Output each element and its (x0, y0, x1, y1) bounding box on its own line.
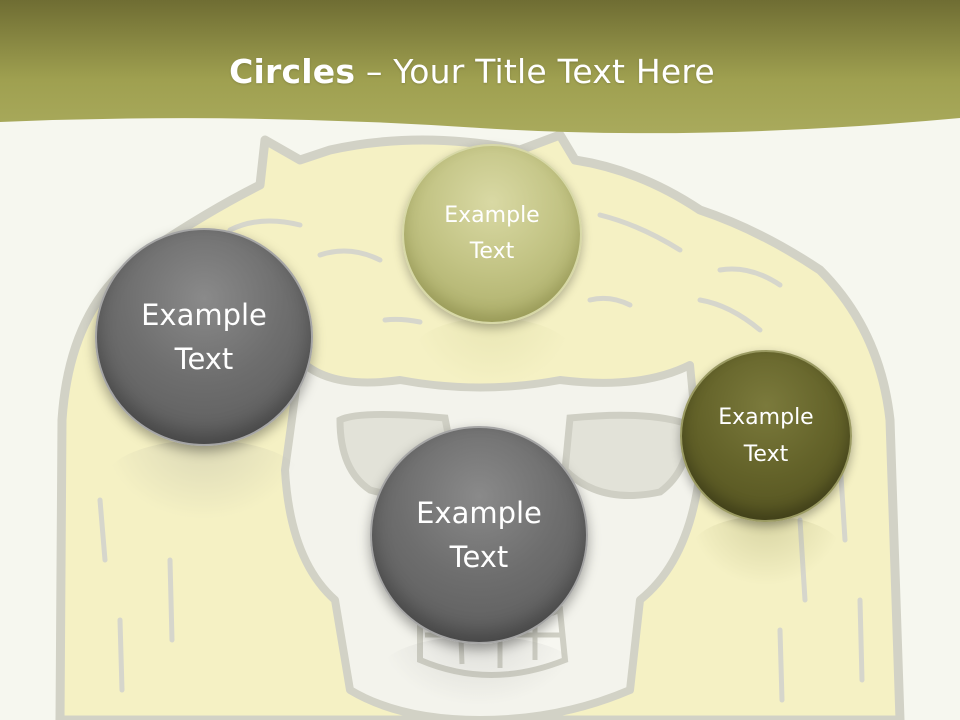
circle-text-line1: Example (444, 203, 540, 228)
title-rest: – Your Title Text Here (355, 52, 715, 91)
circle-text-line2: Text (449, 540, 509, 574)
slide-title: Circles – Your Title Text Here (0, 52, 944, 91)
circle-text-line2: Text (743, 442, 789, 467)
circle-top[interactable]: Example Text (402, 144, 582, 324)
circle-label: Example Text (708, 399, 823, 473)
circle-right[interactable]: Example Text (680, 350, 852, 522)
circle-text-line1: Example (141, 298, 267, 332)
header-band (0, 0, 960, 134)
circle-reflection (412, 318, 572, 388)
circle-label: Example Text (406, 491, 552, 579)
circle-label: Example Text (131, 293, 277, 381)
circle-text-line2: Text (174, 342, 234, 376)
circle-text-line2: Text (469, 239, 515, 264)
title-bold: Circles (229, 52, 356, 91)
circle-reflection (380, 636, 578, 706)
circle-text-line1: Example (416, 496, 542, 530)
circle-bottom[interactable]: Example Text (370, 426, 588, 644)
circle-reflection (105, 440, 303, 520)
circle-label: Example Text (434, 198, 549, 270)
circle-left[interactable]: Example Text (95, 228, 313, 446)
circle-reflection (690, 516, 842, 586)
circle-text-line1: Example (718, 405, 814, 430)
